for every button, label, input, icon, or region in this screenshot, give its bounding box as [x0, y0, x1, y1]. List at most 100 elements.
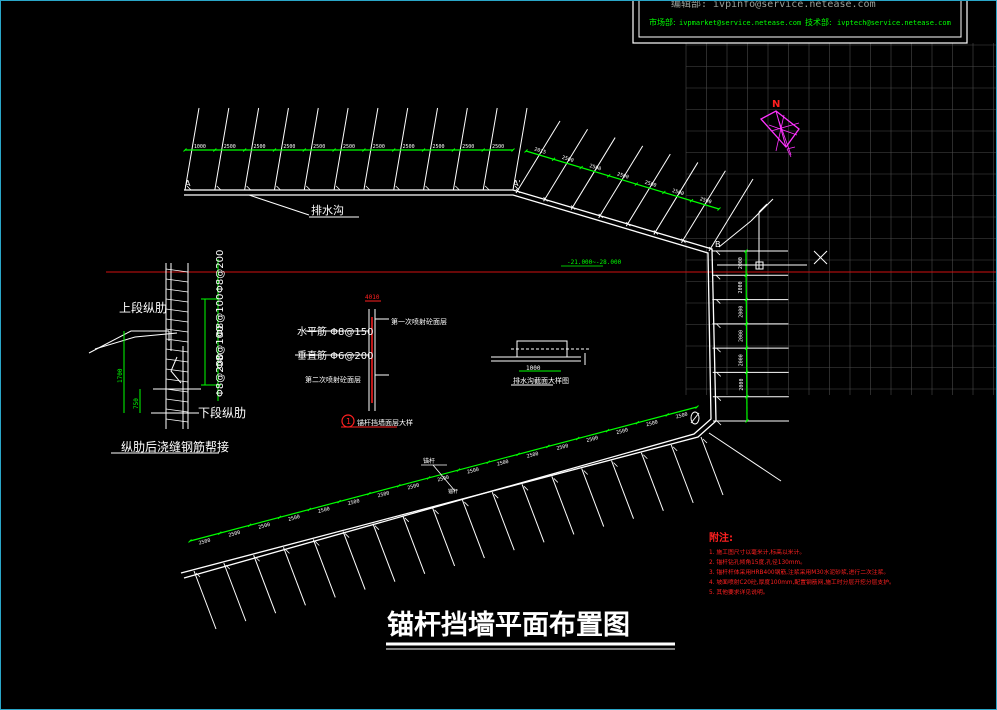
dimension-tick — [217, 531, 222, 535]
anchor-tick — [716, 347, 721, 353]
anchor-tick — [523, 486, 529, 491]
anchor-tick — [598, 213, 603, 219]
point-a-right: A' — [513, 179, 521, 188]
dimension-tick — [516, 452, 520, 457]
lower-bar-label: 下段纵肋 — [198, 405, 246, 420]
rebar-left-dim-1: 1700 — [117, 368, 124, 383]
dimension-label: 2500 — [671, 188, 684, 197]
dimension-tick — [481, 148, 486, 152]
anchor-line — [570, 137, 616, 210]
anchor-line — [273, 107, 289, 191]
anchor-tick — [708, 246, 714, 252]
dimension-label: 2500 — [432, 144, 444, 150]
rebar-right-label: Φ8@100 — [215, 294, 226, 337]
dimension-label: 2500 — [496, 459, 509, 468]
anchor-line — [611, 460, 634, 519]
anchor-line — [342, 531, 366, 590]
anchor-tick — [246, 185, 251, 191]
dimension-tick — [695, 405, 699, 409]
dimension-tick — [744, 273, 748, 278]
dimension-tick — [486, 460, 491, 465]
dimension-label: 2500 — [644, 180, 657, 189]
dimension-tick — [546, 444, 550, 449]
note-1: 1. 施工图尺寸以毫米计,标高以米计。 — [709, 548, 805, 556]
dimension-label: 2500 — [675, 412, 688, 421]
dimension-label: 2000 — [738, 281, 744, 293]
anchor-tick — [613, 462, 618, 467]
dimension-tick — [634, 182, 639, 186]
dimension-label: 2000 — [738, 306, 744, 318]
anchor-tick — [464, 501, 469, 507]
anchor-tick — [195, 572, 201, 578]
anchor-line — [393, 107, 409, 191]
anchor-tick — [681, 238, 686, 243]
rebar-tie — [165, 418, 189, 423]
section-note-top: 第一次喷射砼面层 — [391, 317, 447, 326]
dimension-tick — [242, 148, 247, 152]
dimension-label: 2500 — [407, 482, 420, 491]
dimension-label: 2000 — [739, 330, 745, 342]
dimension-line — [189, 406, 698, 542]
dimension-tick — [396, 483, 401, 488]
rebar-tie — [165, 408, 189, 413]
anchor-line — [551, 476, 575, 535]
dimension-label: 2500 — [589, 163, 602, 172]
anchor-tick — [186, 185, 192, 191]
dimension-tick — [511, 148, 515, 152]
dimension-label: 2500 — [288, 514, 301, 523]
dimension-tick — [332, 148, 336, 152]
rebar-detail — [88, 259, 221, 454]
bubble-mid-label: 锚杆 — [423, 457, 435, 465]
rebar-tie — [165, 348, 189, 353]
anchor-tick — [543, 197, 548, 202]
dimension-tick — [302, 148, 307, 152]
dimension-tick — [635, 420, 640, 425]
anchor-tick — [716, 420, 722, 426]
title-block-top-line: 编辑部: ivpinfo@service.netease.com — [671, 1, 876, 10]
dimension-label: 2500 — [283, 144, 295, 150]
anchor-tick — [374, 525, 380, 530]
dimension-tick — [744, 346, 749, 350]
anchor-tick — [643, 454, 648, 460]
anchor-tick — [285, 549, 290, 554]
dimension-label: 2500 — [347, 498, 360, 507]
anchor-line — [625, 153, 671, 227]
dimension-label: 2500 — [616, 427, 629, 436]
anchor-line — [283, 547, 306, 606]
notes-heading: 附注: — [709, 531, 733, 544]
anchor-tick — [716, 323, 721, 329]
anchor-tick — [484, 185, 490, 191]
dimension-label: 2500 — [466, 467, 479, 476]
dimension-tick — [551, 157, 556, 162]
anchor-tick — [553, 478, 559, 483]
anchor-tick — [583, 470, 588, 475]
anchor-tick — [395, 185, 401, 191]
anchor-tick — [276, 185, 281, 191]
dimension-label: 2500 — [561, 155, 574, 164]
dimension-tick — [212, 148, 217, 152]
section-note-bottom: 第二次喷射砼面层 — [305, 375, 361, 384]
rebar-tie — [165, 278, 189, 283]
anchor-line — [312, 539, 336, 598]
dimension-tick — [745, 419, 749, 423]
dimension-label: 2500 — [313, 144, 325, 150]
anchor-tick — [305, 185, 311, 191]
bubble-upper — [690, 411, 700, 425]
anchor-line — [402, 515, 426, 575]
anchor-tick — [716, 299, 721, 304]
note-5: 5. 其他要求详见说明。 — [709, 588, 769, 596]
dimension-label: 2015 — [533, 147, 546, 156]
wall-outline — [180, 189, 782, 579]
anchor-line — [214, 107, 230, 191]
rebar-tie — [165, 398, 189, 403]
dimension-tick — [188, 539, 192, 543]
rebar-tie — [165, 308, 189, 313]
dimension-tick — [524, 149, 528, 153]
upper-right-anchors — [515, 120, 754, 252]
rebar-left-dim-2: 750 — [133, 398, 140, 409]
drain-dim: 1000 — [526, 365, 541, 372]
anchor-line — [452, 107, 468, 191]
